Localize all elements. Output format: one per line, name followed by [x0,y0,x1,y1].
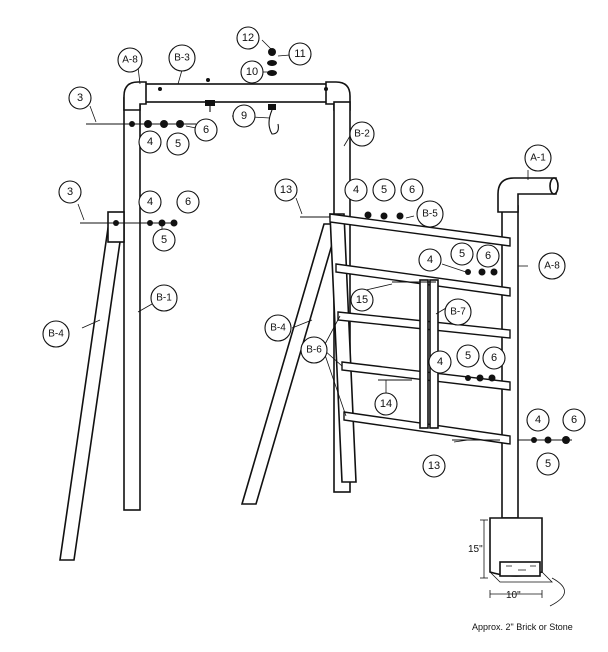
svg-text:3: 3 [67,186,73,198]
callout-6-base: 6 [562,408,586,432]
callout-b5: B-5 [416,200,444,228]
callout-14: 14 [374,392,398,416]
svg-text:4: 4 [437,356,443,368]
svg-text:14: 14 [380,398,392,410]
callout-b4-left: B-4 [42,320,70,348]
brick-stone [499,561,541,577]
callout-13-top: 13 [274,178,298,202]
svg-text:15: 15 [356,294,368,306]
svg-text:B-5: B-5 [422,209,438,220]
callout-b4-right: B-4 [264,314,292,342]
svg-text:5: 5 [161,234,167,246]
svg-text:4: 4 [147,136,153,148]
callout-4-r3: 4 [428,350,452,374]
hanger-bolt [205,100,215,106]
svg-text:B-2: B-2 [354,129,370,140]
svg-text:12: 12 [242,32,254,44]
callout-b2: B-2 [349,121,375,147]
callout-15: 15 [350,288,374,312]
brace-b7-left [419,279,429,429]
callout-5-top: 5 [166,132,190,156]
svg-text:6: 6 [491,352,497,364]
callout-12: 12 [236,26,260,50]
svg-text:13: 13 [280,184,292,196]
svg-text:B-4: B-4 [48,329,64,340]
leg-b4-left [59,227,123,561]
ladder-assembly: 15" 10" Approx. 2" Brick or Stone [300,177,573,632]
callout-11: 11 [288,42,312,66]
svg-text:4: 4 [535,414,541,426]
callout-5-r2: 5 [450,242,474,266]
callout-5-mid: 5 [152,228,176,252]
callout-5-base: 5 [536,452,560,476]
callout-10: 10 [240,60,264,84]
callout-4-top: 4 [138,130,162,154]
svg-text:4: 4 [427,254,433,266]
svg-text:9: 9 [241,110,247,122]
callout-4-mid: 4 [138,190,162,214]
callout-9: 9 [232,104,256,128]
svg-text:3: 3 [77,92,83,104]
rung-b5 [329,213,511,247]
callout-6-r3: 6 [482,346,506,370]
callout-4-base: 4 [526,408,550,432]
svg-text:B-6: B-6 [306,345,322,356]
svg-text:4: 4 [353,184,359,196]
note-brick-stone: Approx. 2" Brick or Stone [472,622,573,632]
callout-5-r3: 5 [456,344,480,368]
svg-text:A-1: A-1 [530,153,546,164]
callout-b6: B-6 [300,336,328,364]
callout-6-top: 6 [194,118,218,142]
svg-text:B-7: B-7 [450,307,466,318]
svg-text:5: 5 [465,350,471,362]
callout-6-mid: 6 [176,190,200,214]
post-b1 [123,97,141,511]
swing-hook [268,109,279,135]
svg-text:5: 5 [175,138,181,150]
svg-text:B-1: B-1 [156,293,172,304]
callout-a8-top: A-8 [117,47,143,73]
dim-depth: 15" [468,544,483,555]
callout-b1: B-1 [150,284,178,312]
leg-bracket-left [107,211,125,243]
svg-text:6: 6 [571,414,577,426]
svg-text:6: 6 [203,124,209,136]
top-bar-b3 [131,83,339,103]
dim-width: 10" [506,590,521,601]
svg-text:B-3: B-3 [174,53,190,64]
svg-text:10: 10 [246,66,258,78]
svg-text:11: 11 [294,48,305,60]
callout-3-top: 3 [68,86,92,110]
svg-text:5: 5 [545,458,551,470]
svg-text:B-4: B-4 [270,323,286,334]
svg-text:6: 6 [409,184,415,196]
svg-text:A-8: A-8 [122,55,138,66]
callout-4-r2: 4 [418,248,442,272]
callout-b7: B-7 [444,298,472,326]
callout-5-r1: 5 [372,178,396,202]
callout-a8-right: A-8 [538,252,566,280]
svg-text:5: 5 [459,248,465,260]
elbow-a1 [497,177,557,213]
leg-b4-right [240,223,340,505]
svg-text:A-8: A-8 [544,261,560,272]
svg-text:13: 13 [428,460,440,472]
callout-b3: B-3 [168,44,196,72]
svg-text:6: 6 [185,196,191,208]
svg-text:5: 5 [381,184,387,196]
callouts: A-8 B-3 12 11 10 3 4 5 6 9 B-2 A-1 3 4 6… [42,26,586,478]
callout-6-r1: 6 [400,178,424,202]
callout-4-r1: 4 [344,178,368,202]
callout-3-mid: 3 [58,180,82,204]
elbow-top-left [123,81,147,111]
callout-13-bottom: 13 [422,454,446,478]
callout-6-r2: 6 [476,244,500,268]
svg-text:6: 6 [485,250,491,262]
callout-a1: A-1 [524,144,552,172]
svg-text:4: 4 [147,196,153,208]
